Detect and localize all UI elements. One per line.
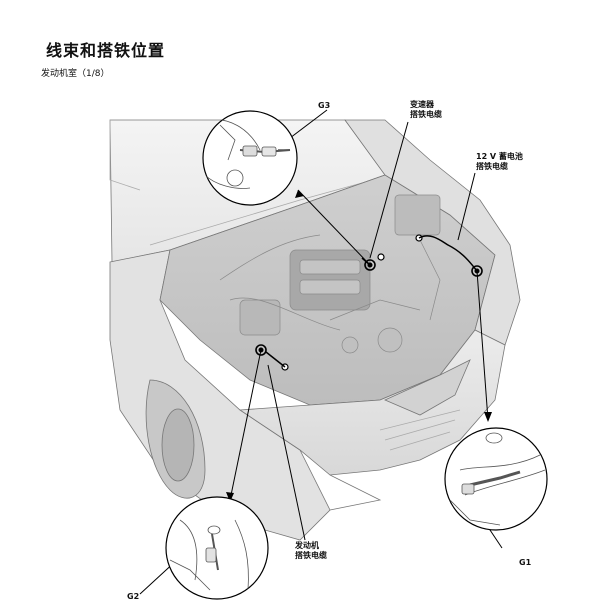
callout-transmission-line2: 搭铁电缆 <box>410 110 442 119</box>
ground-point-g2 <box>255 344 267 356</box>
callout-engine-ground: 发动机 搭铁电缆 <box>295 541 327 561</box>
arrowheads <box>226 190 492 502</box>
callout-battery-line2: 搭铁电缆 <box>476 162 508 171</box>
detail-circle-g2 <box>165 496 269 600</box>
page-title: 线束和搭铁位置 <box>46 41 166 60</box>
ground-point-g3 <box>364 259 376 271</box>
callout-g1: G1 <box>519 558 532 567</box>
callout-transmission-line1: 变速器 <box>410 100 434 109</box>
callout-transmission-ground: 变速器 搭铁电缆 <box>410 100 442 120</box>
headlight <box>384 359 471 416</box>
callout-battery-ground: 12 V 蓄电池 搭铁电缆 <box>476 152 523 172</box>
transmission-ground-point <box>377 253 385 261</box>
page-subtitle: 发动机室（1/8） <box>41 69 110 79</box>
detail-circle-g1 <box>444 427 548 531</box>
callout-g3: G3 <box>318 101 331 110</box>
callout-engine-line1: 发动机 <box>295 541 319 550</box>
callout-battery-line1: 12 V 蓄电池 <box>476 152 523 161</box>
callout-g2: G2 <box>127 592 140 601</box>
callout-engine-line2: 搭铁电缆 <box>295 551 327 560</box>
engine-details <box>219 194 441 354</box>
